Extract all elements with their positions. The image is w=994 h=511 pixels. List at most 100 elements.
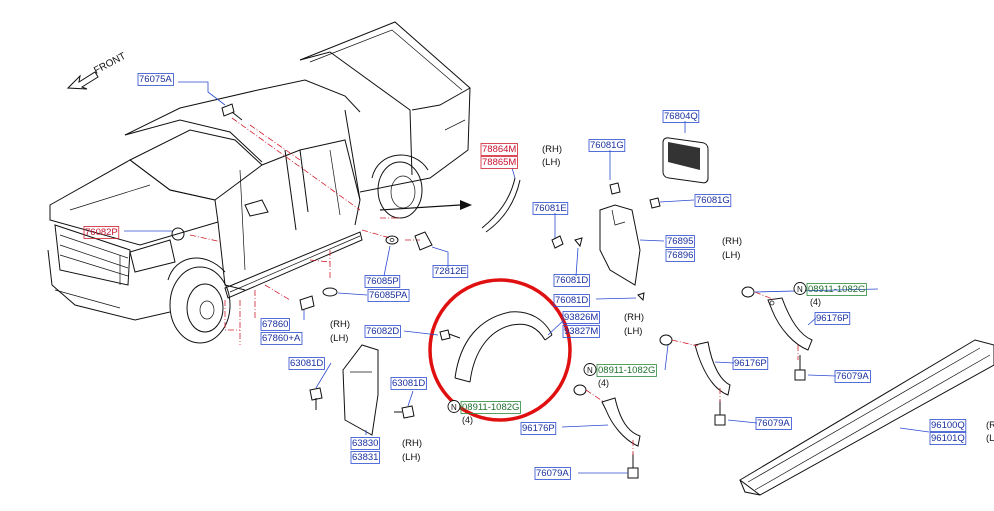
part-code: 67860+A	[262, 333, 301, 344]
part-code-box	[814, 312, 851, 325]
part-code-box	[929, 419, 967, 432]
part-code: 63830	[352, 438, 378, 449]
part-code: 76081E	[534, 203, 567, 214]
part-code: 08911-1082G	[462, 402, 519, 413]
part-code: 76804Q	[664, 111, 698, 122]
part-label-76085p[interactable]: 76085P	[364, 275, 401, 288]
side-label: (LH)	[624, 326, 642, 337]
part-label-63830[interactable]: 63830 (RH)	[350, 437, 422, 450]
bracket-96176p-a-icon	[767, 297, 813, 351]
part-label-96176p[interactable]: 96176P	[520, 422, 557, 435]
label-leaders	[124, 81, 930, 474]
part-code-box	[520, 422, 557, 435]
part-code-box	[350, 451, 380, 464]
side-label: (RH)	[542, 144, 562, 155]
part-label-67860-a[interactable]: 67860+A(LH)	[260, 332, 348, 345]
front-label: FRONT	[92, 51, 128, 77]
part-label-78864m[interactable]: 78864M(RH)	[480, 143, 562, 156]
mudflap-76895-icon	[599, 204, 641, 286]
part-label-76081g[interactable]: 76081G	[588, 139, 626, 152]
part-label-63081d[interactable]: 63081D	[390, 377, 427, 390]
part-label-76804q[interactable]: 76804Q	[662, 110, 700, 123]
part-code: 76079A	[536, 468, 569, 479]
part-label-93826m[interactable]: 93826M (RH)	[562, 311, 644, 324]
part-code-box	[364, 325, 401, 338]
part-code: 08911-1082G	[598, 365, 655, 376]
quantity-label: (4)	[810, 297, 821, 307]
part-code-box	[694, 194, 732, 207]
part-label-76079a[interactable]: 76079A	[755, 417, 792, 430]
part-code: 76081D	[555, 295, 588, 306]
part-code: 96176P	[734, 358, 767, 369]
part-label-76079a[interactable]: 76079A	[534, 467, 571, 480]
part-code: 76085PA	[369, 290, 408, 301]
part-label-76895[interactable]: 76895(RH)	[665, 235, 742, 248]
part-code: 63831	[352, 452, 378, 463]
part-label-93827m[interactable]: 93827M(LH)	[562, 325, 642, 338]
part-code-box	[288, 357, 325, 370]
part-label-76082p[interactable]: 76082P	[83, 226, 120, 239]
highlight-circle	[428, 278, 572, 422]
clip-76085p-icon	[385, 235, 399, 245]
fender-flare-93826m-icon	[454, 311, 553, 383]
part-code: 76081G	[590, 140, 624, 151]
side-label: (RH)	[330, 319, 350, 330]
part-label-76896[interactable]: 76896(LH)	[665, 249, 740, 262]
part-code-box	[532, 202, 569, 215]
part-label-76081g[interactable]: 76081G	[694, 194, 732, 207]
part-label-96100q[interactable]: 96100Q(RH)	[929, 419, 994, 432]
n-circle-icon	[793, 282, 807, 295]
part-label-76075a[interactable]: 76075A	[137, 73, 174, 86]
part-label-72812e[interactable]: 72812E	[432, 265, 469, 278]
part-code-box	[553, 294, 590, 307]
part-code: 72812E	[434, 266, 467, 277]
part-code-box	[460, 401, 521, 414]
side-label: (RH)	[624, 312, 644, 323]
part-code-box	[350, 437, 380, 450]
part-labels: 76075A 76082P 78864M(RH)78865M(LH) 76804Q 76…	[83, 73, 994, 480]
part-label-76081d[interactable]: 76081D	[553, 274, 590, 287]
clips-76081-icons	[551, 182, 661, 302]
bolt-76075a-icon	[221, 103, 243, 121]
part-code-box	[665, 249, 695, 262]
part-label-76081e[interactable]: 76081E	[532, 202, 569, 215]
part-code-box	[834, 370, 871, 383]
part-label-76082d[interactable]: 76082D	[364, 325, 401, 338]
plug-76082p-icon	[171, 227, 185, 241]
part-label-78865m[interactable]: 78865M(LH)	[480, 156, 560, 169]
part-label-76079a[interactable]: 76079A	[834, 370, 871, 383]
part-label-96101q[interactable]: 96101Q(LH)	[929, 432, 994, 445]
part-label-63831[interactable]: 63831 (LH)	[350, 451, 420, 464]
part-code-box	[432, 265, 469, 278]
part-code: 76081G	[696, 195, 730, 206]
side-label: (RH)	[402, 438, 422, 449]
part-label-67860[interactable]: 67860(RH)	[260, 318, 350, 331]
quantity-label: (4)	[598, 378, 609, 388]
part-code: 76079A	[836, 371, 869, 382]
running-board-96100q-icon	[739, 339, 994, 496]
part-label-63081d[interactable]: 63081D	[288, 357, 325, 370]
part-label-76085pa[interactable]: 76085PA	[367, 289, 410, 302]
side-label: (LH)	[402, 452, 420, 463]
side-label: (LH)	[542, 157, 560, 168]
n-symbol: N	[797, 285, 803, 294]
truck-illustration	[47, 21, 471, 344]
side-label: (RH)	[722, 236, 742, 247]
part-label-96176p[interactable]: 96176P	[732, 357, 769, 370]
part-code-box	[260, 332, 303, 345]
part-code: 93826M	[564, 312, 598, 323]
part-code: 63081D	[392, 378, 425, 389]
side-label: (LH)	[986, 433, 994, 444]
part-code: 96176P	[816, 313, 849, 324]
part-label-96176p[interactable]: 96176P	[814, 312, 851, 325]
part-code: 96176P	[522, 423, 555, 434]
part-label-76081d[interactable]: 76081D	[553, 294, 590, 307]
pointer-arrow	[379, 200, 472, 211]
quantity-label: (4)	[462, 415, 473, 425]
mudflap-63830-icon	[342, 344, 379, 436]
part-code: 76082P	[85, 227, 118, 238]
bracket-96176p-b-icon	[694, 341, 731, 396]
